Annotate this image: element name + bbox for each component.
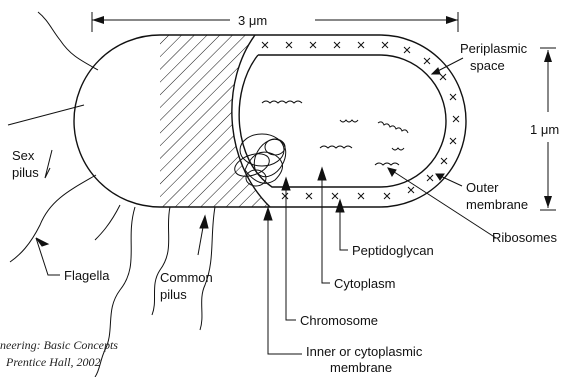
sex-pilus-label-2: pilus <box>12 165 39 180</box>
chromosome-label: Chromosome <box>300 313 378 328</box>
inner-membrane-label-1: Inner or cytoplasmic <box>306 344 423 359</box>
periplasmic-space-label-2: space <box>470 58 505 73</box>
ribosome-chains <box>262 101 408 165</box>
outer-membrane-label-1: Outer <box>466 180 499 195</box>
inner-membrane-outline <box>239 55 446 187</box>
citation-line-2: Prentice Hall, 2002 <box>5 355 101 369</box>
length-dimension-arrow <box>92 12 458 32</box>
hatched-cell-wall-region <box>80 30 280 215</box>
outer-membrane-label-2: membrane <box>466 197 528 212</box>
length-dimension-label: 3 μm <box>238 13 267 28</box>
common-pilus-label-2: pilus <box>160 287 187 302</box>
peptidoglycan-label: Peptidoglycan <box>352 243 434 258</box>
flagella-label: Flagella <box>64 268 110 283</box>
citation-line-1: neering: Basic Concepts <box>0 338 118 352</box>
common-pilus-label-1: Common <box>160 270 213 285</box>
sex-pilus-label-1: Sex <box>12 148 35 163</box>
periplasmic-space-label-1: Periplasmic <box>460 41 528 56</box>
width-dimension-label: 1 μm <box>530 122 559 137</box>
cytoplasm-label: Cytoplasm <box>334 276 395 291</box>
inner-membrane-label-2: membrane <box>330 360 392 375</box>
periplasmic-x-marks <box>262 42 459 199</box>
ribosomes-label: Ribosomes <box>492 230 558 245</box>
